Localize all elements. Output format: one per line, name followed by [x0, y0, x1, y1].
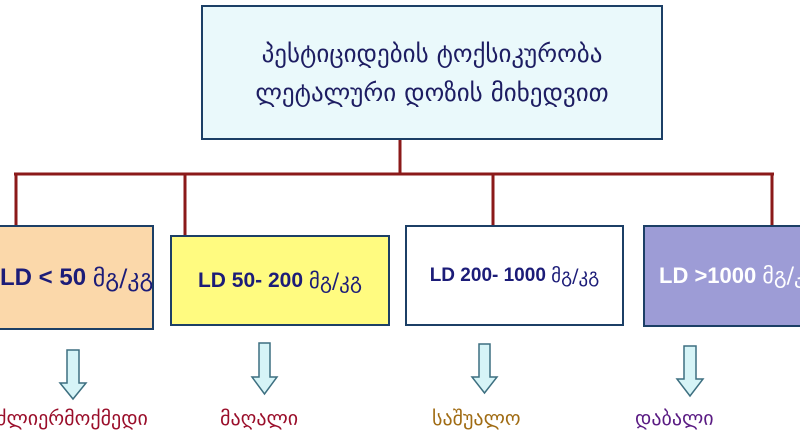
down-arrow-icon [675, 345, 705, 398]
down-arrow-icon [58, 349, 88, 401]
ld-class-box-1: LD < 50 მგ/კგ [0, 225, 154, 330]
ld-range: LD 200- 1000 [429, 264, 546, 286]
ld-unit: მგ/კგ [551, 264, 600, 287]
ld-range: LD >1000 [659, 263, 757, 288]
ld-range: LD 50- 200 [197, 268, 304, 292]
ld-class-box-4: LD >1000 მგ/კგ [643, 225, 800, 327]
ld-unit: მგ/კგ [92, 263, 154, 292]
title-box: პესტიციდების ტოქსიკურობა ლეტალური დოზის … [201, 5, 663, 140]
ld-class-box-3: LD 200- 1000 მგ/კგ [405, 225, 624, 326]
title-line-1: პესტიციდების ტოქსიკურობა [261, 38, 603, 68]
toxicity-level-3: საშუალო [432, 406, 521, 430]
ld-unit: მგ/კგ [762, 263, 800, 289]
down-arrow-icon [250, 342, 279, 396]
ld-range: LD < 50 [0, 263, 87, 291]
toxicity-level-4: დაბალი [635, 406, 714, 430]
title-line-2: ლეტალური დოზის მიხედვით [255, 77, 609, 107]
ld-unit: მგ/კგ [308, 268, 363, 293]
down-arrow-icon [470, 343, 499, 395]
ld-class-box-2: LD 50- 200 მგ/კგ [170, 235, 390, 326]
toxicity-level-1: ძლიერმოქმედი [0, 406, 148, 430]
toxicity-level-2: მაღალი [220, 406, 299, 430]
